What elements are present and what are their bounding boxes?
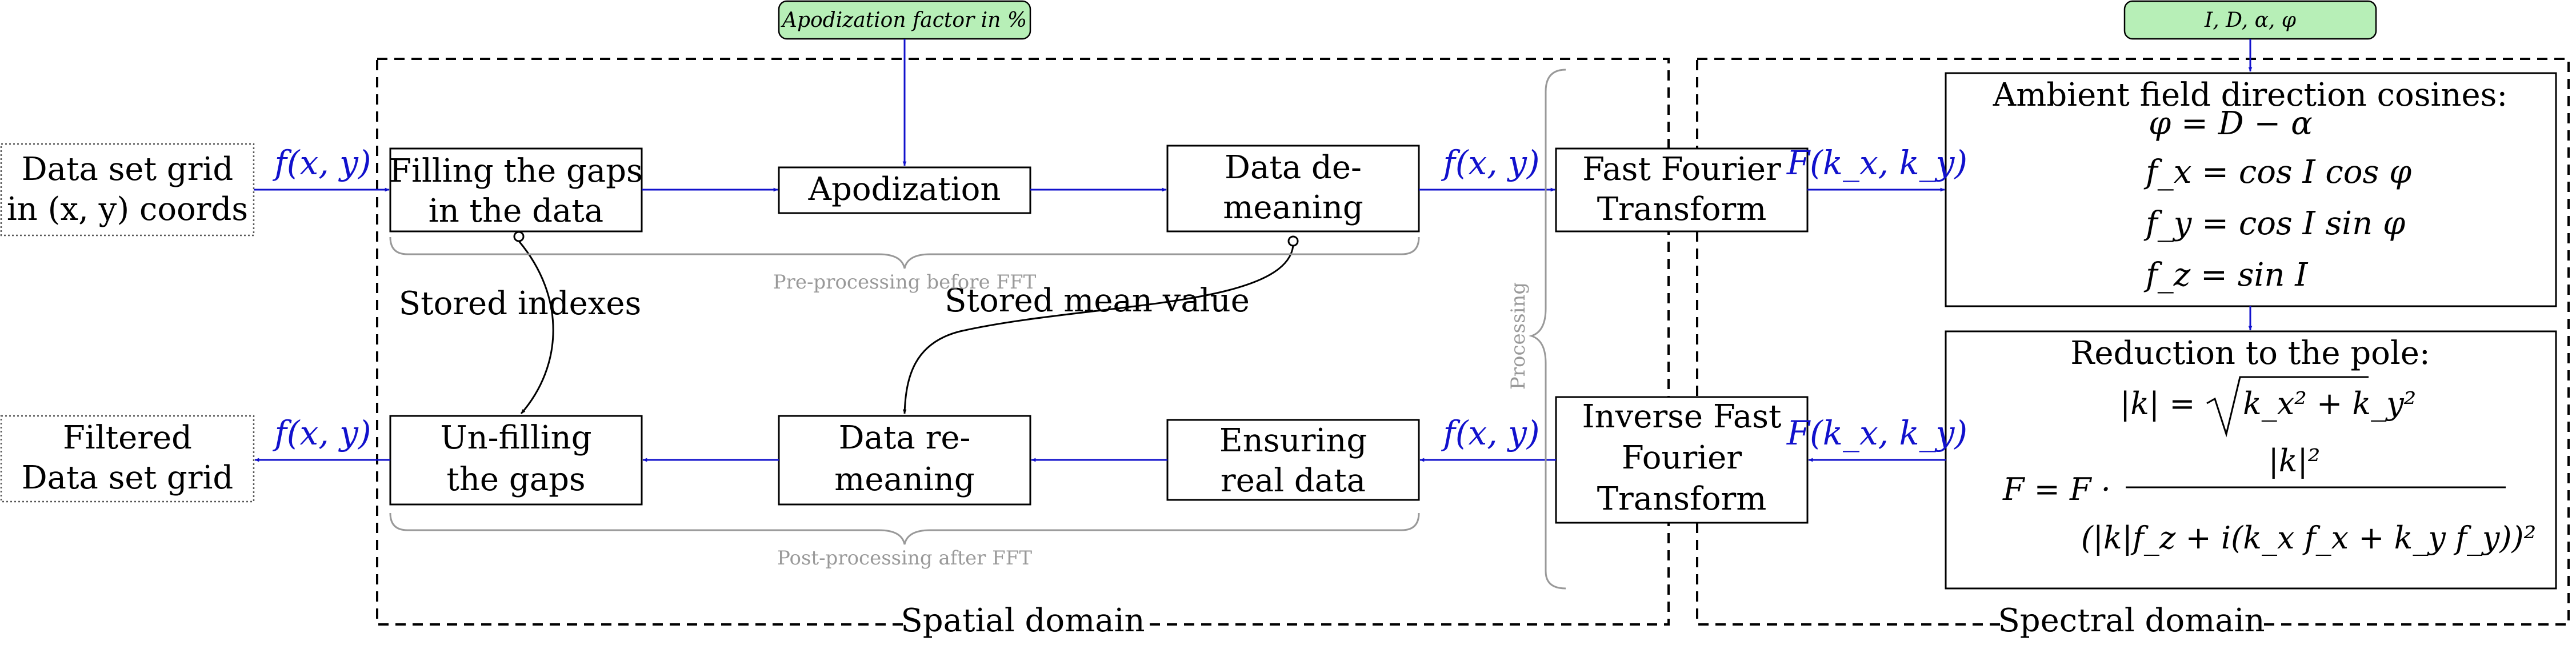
- fft-box: [1555, 147, 1809, 233]
- phi-equation: φ = D − α: [2149, 105, 2313, 142]
- spectral-domain-label-bg: [2006, 606, 2257, 645]
- signal-label-inverse: f(x, y): [1441, 414, 1539, 452]
- stored-mean-label: Stored mean value: [945, 282, 1250, 319]
- stored-indexes-label: Stored indexes: [399, 285, 642, 322]
- fz-equation: f_z = sin I: [2143, 257, 2309, 294]
- processing-brace: [1529, 69, 1566, 590]
- F-lhs: F = F ·: [2002, 471, 2111, 507]
- post-processing-label: Post-processing after FFT: [777, 547, 1032, 570]
- direction-cosines-title: Ambient field direction cosines:: [1993, 77, 2507, 114]
- field-angles-text: I, D, α, φ: [2204, 9, 2297, 32]
- direction-cosines-box: [1945, 72, 2557, 307]
- pre-processing-brace: [389, 237, 1420, 269]
- fft-line-1: Fast Fourier: [1582, 151, 1781, 188]
- signal-label-output: f(x, y): [272, 414, 371, 452]
- filling-gaps-line-1: Filling the gaps: [389, 153, 643, 190]
- k-magnitude-rhs: k_x² + k_y²: [2243, 386, 2416, 422]
- ifft-line-1: Inverse Fast: [1582, 398, 1782, 435]
- filling-gaps-line-2: in the data: [429, 193, 603, 230]
- F-numerator: |k|²: [2269, 443, 2321, 479]
- demeaning-box: [1166, 145, 1420, 233]
- remeaning-line-1: Data re-: [839, 419, 971, 456]
- stored-indexes-origin: [513, 231, 525, 242]
- reduction-title: Reduction to the pole:: [2070, 335, 2430, 372]
- apodization-factor-text: Apodization factor in %: [781, 9, 1027, 32]
- ensuring-box: [1166, 419, 1420, 501]
- pre-processing-label: Pre-processing before FFT: [773, 271, 1037, 294]
- apodization-label: Apodization: [808, 171, 1001, 208]
- output-grid-line-1: Filtered: [63, 419, 192, 456]
- processing-label: Processing: [1507, 282, 1530, 390]
- input-grid-line-2: in (x, y) coords: [7, 191, 248, 228]
- apodization-box: [778, 166, 1031, 214]
- unfilling-box: [389, 415, 643, 506]
- remeaning-line-2: meaning: [834, 461, 975, 498]
- k-magnitude-lhs: |k| =: [2120, 386, 2195, 422]
- fy-equation: f_y = cos I sin φ: [2143, 205, 2405, 242]
- post-processing-brace: [389, 512, 1420, 545]
- fft-line-2: Transform: [1597, 191, 1767, 228]
- unfilling-line-2: the gaps: [446, 461, 585, 498]
- ifft-line-2: Fourier: [1622, 439, 1742, 476]
- signal-label-reduced: F(k_x, k_y): [1786, 414, 1967, 452]
- demeaning-line-2: meaning: [1223, 189, 1363, 226]
- input-grid-box: [0, 143, 255, 237]
- ensuring-line-1: Ensuring: [1219, 422, 1367, 459]
- spatial-domain-label-bg: [903, 606, 1143, 645]
- spectral-domain-label: Spectral domain: [1998, 602, 2265, 639]
- output-grid-box: [0, 415, 255, 503]
- spatial-domain-label: Spatial domain: [901, 602, 1145, 639]
- signal-label-demeaned: f(x, y): [1441, 143, 1539, 182]
- ensuring-line-2: real data: [1221, 462, 1366, 499]
- signal-label-input: f(x, y): [272, 143, 371, 182]
- stored-indexes-connector: [518, 241, 554, 414]
- F-denominator: (|k|f_z + i(k_x f_x + k_y f_y))²: [2081, 520, 2537, 556]
- remeaning-box: [778, 415, 1031, 506]
- demeaning-line-1: Data de-: [1225, 149, 1362, 186]
- fx-equation: f_x = cos I cos φ: [2143, 154, 2411, 191]
- reduction-box: [1945, 330, 2557, 590]
- sqrt-symbol: [2206, 376, 2369, 438]
- signal-label-spectrum: F(k_x, k_y): [1786, 143, 1967, 182]
- ifft-box: [1555, 396, 1809, 524]
- filling-gaps-box: [389, 147, 643, 233]
- unfilling-line-1: Un-filling: [440, 419, 591, 456]
- output-grid-line-2: Data set grid: [22, 459, 234, 496]
- ifft-line-3: Transform: [1597, 480, 1767, 518]
- stored-mean-origin: [1287, 235, 1299, 247]
- input-grid-line-1: Data set grid: [22, 151, 234, 188]
- stored-mean-connector: [902, 245, 1294, 414]
